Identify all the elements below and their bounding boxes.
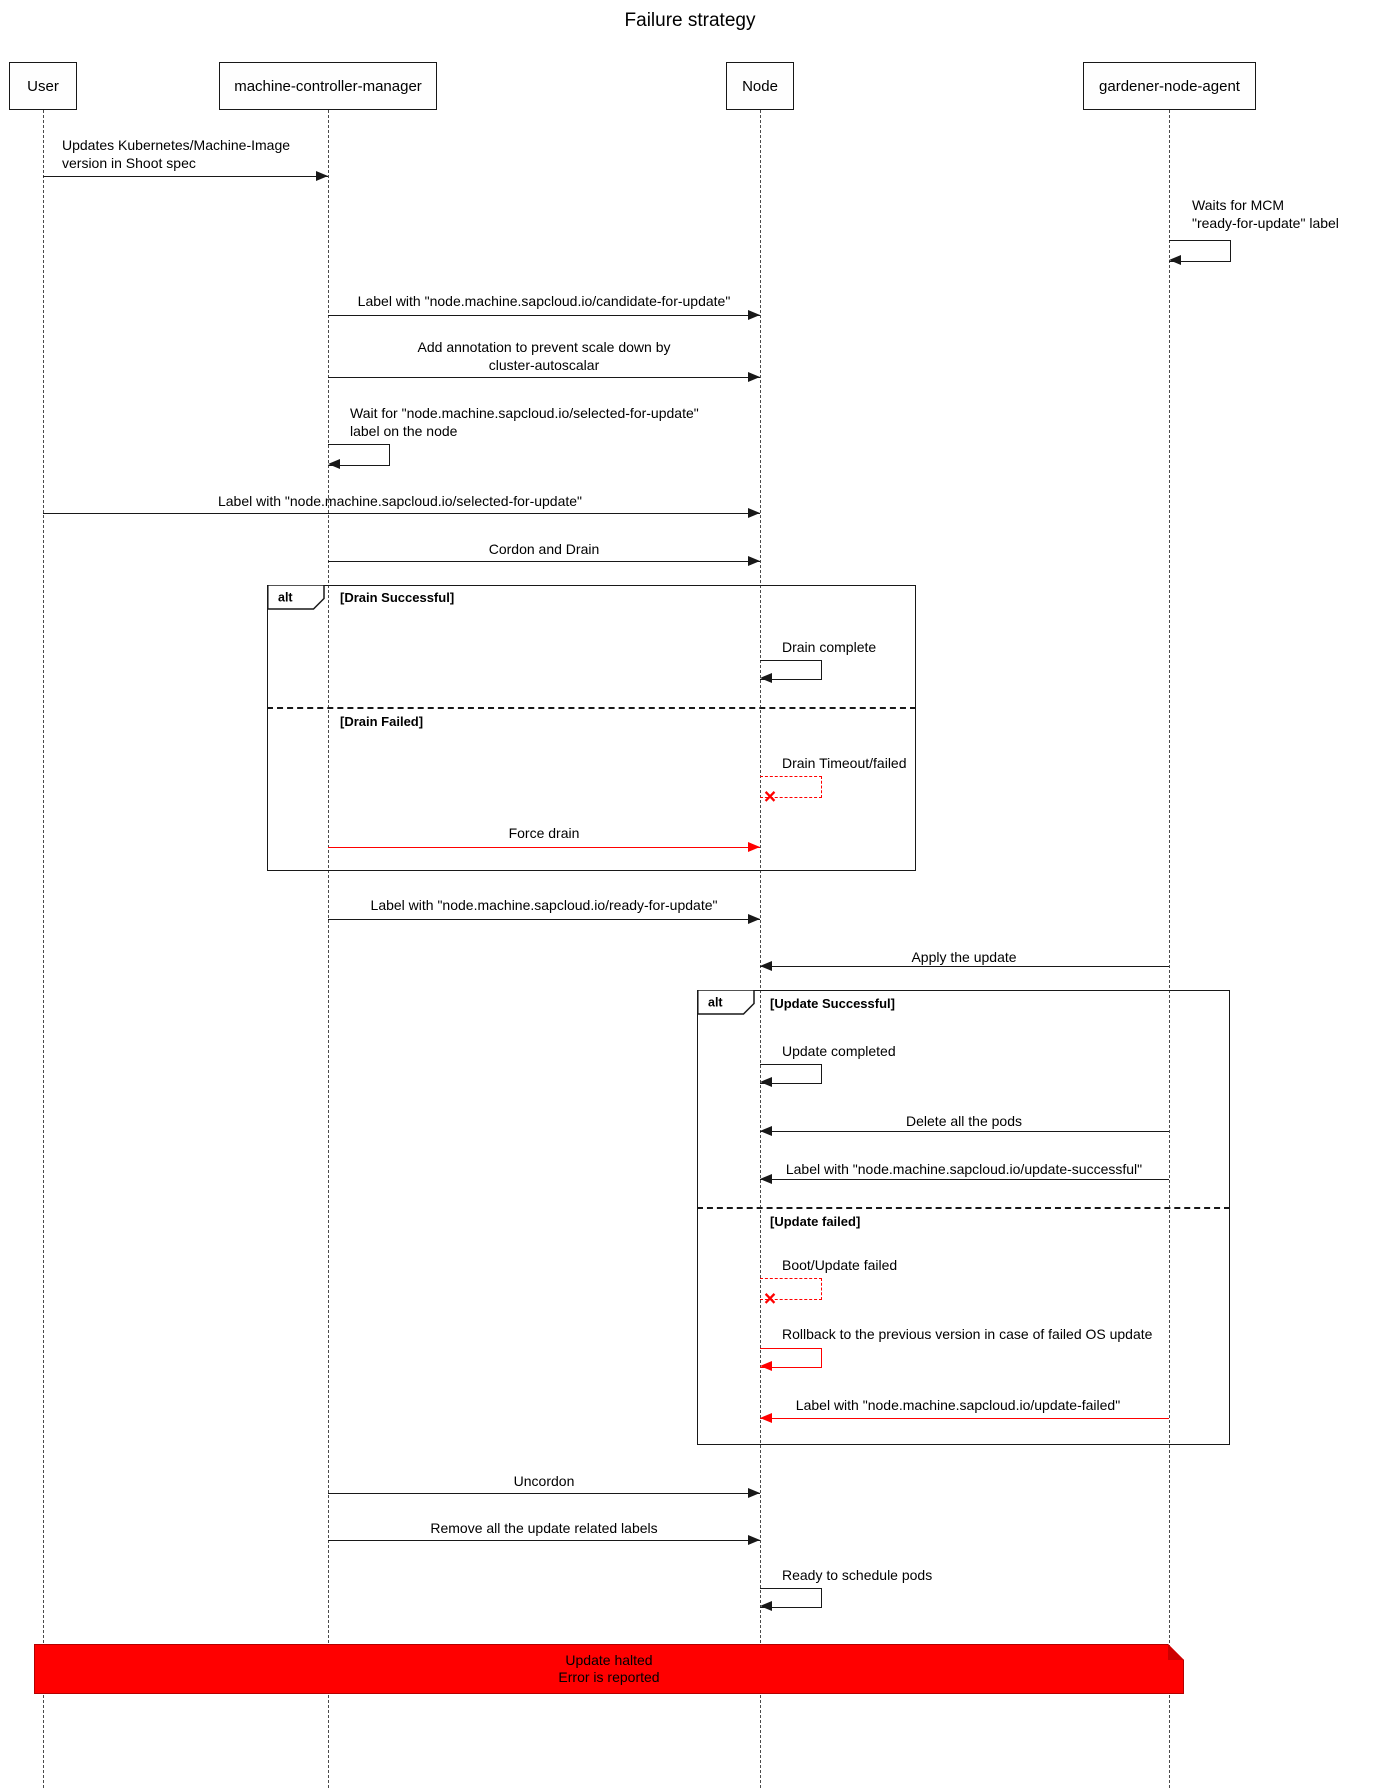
message-ready-to-schedule-pods: Ready to schedule pods: [782, 1567, 933, 1583]
message-cordon-and-drain: Cordon and Drain: [488, 541, 600, 557]
message-label-candidate-for-update: Label with "node.machine.sapcloud.io/can…: [357, 293, 731, 309]
arrowhead-icon: [748, 556, 760, 566]
lost-message-x-icon: ×: [763, 1287, 777, 1311]
lifeline-gardener-node-agent: [1169, 110, 1170, 1788]
message-label-selected-for-update: Label with "node.machine.sapcloud.io/sel…: [217, 493, 583, 509]
arrowhead-icon: [760, 1126, 772, 1136]
arrowhead-icon: [760, 1361, 772, 1371]
guard-drain-failed: [Drain Failed]: [340, 714, 424, 729]
message-apply-the-update: Apply the update: [911, 949, 1017, 965]
lifeline-machine-controller-manager: [328, 110, 329, 1788]
arrowhead-icon: [748, 508, 760, 518]
message-line-label-update-failed: [760, 1418, 1169, 1419]
message-line-delete-all-pods: [760, 1131, 1169, 1132]
participant-box-node: Node: [726, 62, 794, 110]
self-loop-rollback: [760, 1348, 822, 1368]
participant-label-machine-controller-manager: machine-controller-manager: [234, 77, 422, 95]
message-label-ready-for-update: Label with "node.machine.sapcloud.io/rea…: [370, 897, 718, 913]
arrowhead-icon: [328, 459, 340, 469]
arrowhead-icon: [760, 1077, 772, 1087]
message-update-completed: Update completed: [782, 1043, 896, 1059]
arrowhead-icon: [748, 842, 760, 852]
message-line-update-shoot-spec: [43, 176, 328, 177]
message-drain-complete: Drain complete: [782, 639, 877, 655]
arrowhead-icon: [748, 372, 760, 382]
self-loop-drain-timeout-failed: [760, 776, 822, 798]
self-loop-drain-complete: [760, 660, 822, 680]
alt-fragment-update: [697, 990, 1230, 1445]
arrowhead-icon: [748, 914, 760, 924]
alt-divider-drain: [267, 707, 916, 709]
note-fold-corner: [1168, 1644, 1184, 1660]
arrowhead-icon: [760, 961, 772, 971]
message-line-cordon-and-drain: [328, 561, 760, 562]
arrowhead-icon: [748, 310, 760, 320]
alt-fragment-drain-tab: alt: [267, 585, 325, 610]
message-waits-for-mcm-label: Waits for MCM "ready-for-update" label: [1192, 197, 1339, 231]
arrowhead-icon: [760, 1601, 772, 1611]
message-line-label-ready-for-update: [328, 919, 760, 920]
message-wait-selected-for-update: Wait for "node.machine.sapcloud.io/selec…: [350, 405, 699, 439]
alt-tab-shape: [267, 585, 325, 610]
alt-operator-label: alt: [278, 591, 293, 605]
message-line-force-drain: [328, 847, 760, 848]
self-loop-boot-update-failed: [760, 1278, 822, 1300]
message-line-label-update-successful: [760, 1179, 1169, 1180]
arrowhead-icon: [316, 171, 328, 181]
participant-label-user: User: [27, 77, 59, 95]
arrowhead-icon: [1169, 255, 1181, 265]
lifeline-user: [43, 110, 44, 1788]
arrowhead-icon: [748, 1488, 760, 1498]
guard-drain-successful: [Drain Successful]: [340, 590, 455, 605]
participant-box-gardener-node-agent: gardener-node-agent: [1083, 62, 1256, 110]
message-line-label-selected-for-update: [43, 513, 760, 514]
arrowhead-icon: [760, 1413, 772, 1423]
self-loop-waits-for-mcm-label: [1169, 240, 1231, 262]
lost-message-x-icon: ×: [763, 785, 777, 809]
alt-fragment-drain: [267, 585, 916, 871]
message-drain-timeout-failed: Drain Timeout/failed: [782, 755, 907, 771]
note-text: Update halted Error is reported: [558, 1652, 660, 1685]
note-update-halted: Update halted Error is reported: [34, 1644, 1184, 1694]
message-label-update-failed: Label with "node.machine.sapcloud.io/upd…: [795, 1397, 1121, 1413]
message-boot-update-failed: Boot/Update failed: [782, 1257, 898, 1273]
participant-label-gardener-node-agent: gardener-node-agent: [1099, 77, 1240, 95]
participant-box-user: User: [9, 62, 77, 110]
message-line-label-candidate-for-update: [328, 315, 760, 316]
guard-update-successful: [Update Successful]: [770, 996, 895, 1011]
message-uncordon: Uncordon: [513, 1473, 575, 1489]
message-add-annotation: Add annotation to prevent scale down by …: [417, 339, 671, 373]
message-remove-update-labels: Remove all the update related labels: [430, 1520, 658, 1536]
message-force-drain: Force drain: [508, 825, 580, 841]
self-loop-ready-to-schedule-pods: [760, 1588, 822, 1608]
message-line-remove-update-labels: [328, 1540, 760, 1541]
arrowhead-icon: [760, 673, 772, 683]
message-update-shoot-spec: Updates Kubernetes/Machine-Image version…: [62, 137, 291, 171]
message-rollback-previous-version: Rollback to the previous version in case…: [782, 1326, 1153, 1342]
alt-tab-shape: [697, 990, 755, 1015]
participant-label-node: Node: [742, 77, 778, 95]
alt-fragment-update-tab: alt: [697, 990, 755, 1015]
diagram-title: Failure strategy: [624, 10, 756, 31]
participant-box-machine-controller-manager: machine-controller-manager: [219, 62, 437, 110]
self-loop-update-completed: [760, 1064, 822, 1084]
arrowhead-icon: [748, 1535, 760, 1545]
message-delete-all-pods: Delete all the pods: [906, 1113, 1022, 1129]
arrowhead-icon: [760, 1174, 772, 1184]
message-label-update-successful: Label with "node.machine.sapcloud.io/upd…: [785, 1161, 1143, 1177]
lifeline-node: [760, 110, 761, 1788]
message-line-apply-the-update: [760, 966, 1169, 967]
alt-divider-update: [697, 1207, 1230, 1209]
message-line-uncordon: [328, 1493, 760, 1494]
message-line-add-annotation: [328, 377, 760, 378]
guard-update-failed: [Update failed]: [770, 1214, 861, 1229]
self-loop-wait-selected-for-update: [328, 444, 390, 466]
alt-operator-label: alt: [708, 996, 723, 1010]
